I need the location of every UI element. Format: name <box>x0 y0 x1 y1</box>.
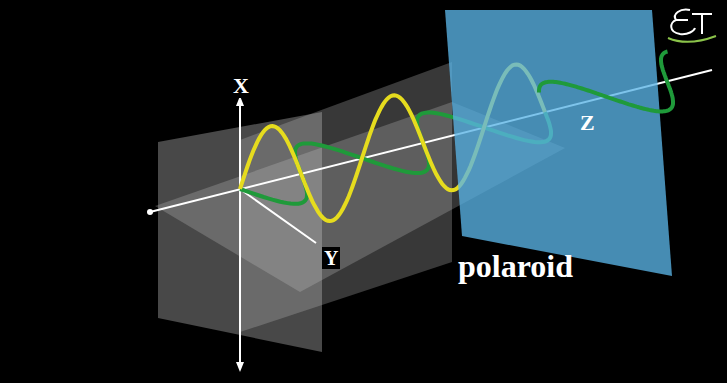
axis-label: X <box>231 74 251 98</box>
x-axis <box>239 100 241 368</box>
green-wave <box>539 52 673 112</box>
y-axis <box>240 189 316 243</box>
axis-label: Z <box>580 112 595 134</box>
axis-end <box>147 209 153 215</box>
logo <box>668 10 716 42</box>
axis-arrow <box>236 362 244 372</box>
component-label: polaroid <box>458 250 573 282</box>
logo-mark <box>671 10 695 35</box>
axis-label: Y <box>322 247 340 269</box>
logo-swoosh <box>668 36 716 42</box>
logo-mark <box>692 14 712 34</box>
polaroid-sheet <box>445 10 672 276</box>
